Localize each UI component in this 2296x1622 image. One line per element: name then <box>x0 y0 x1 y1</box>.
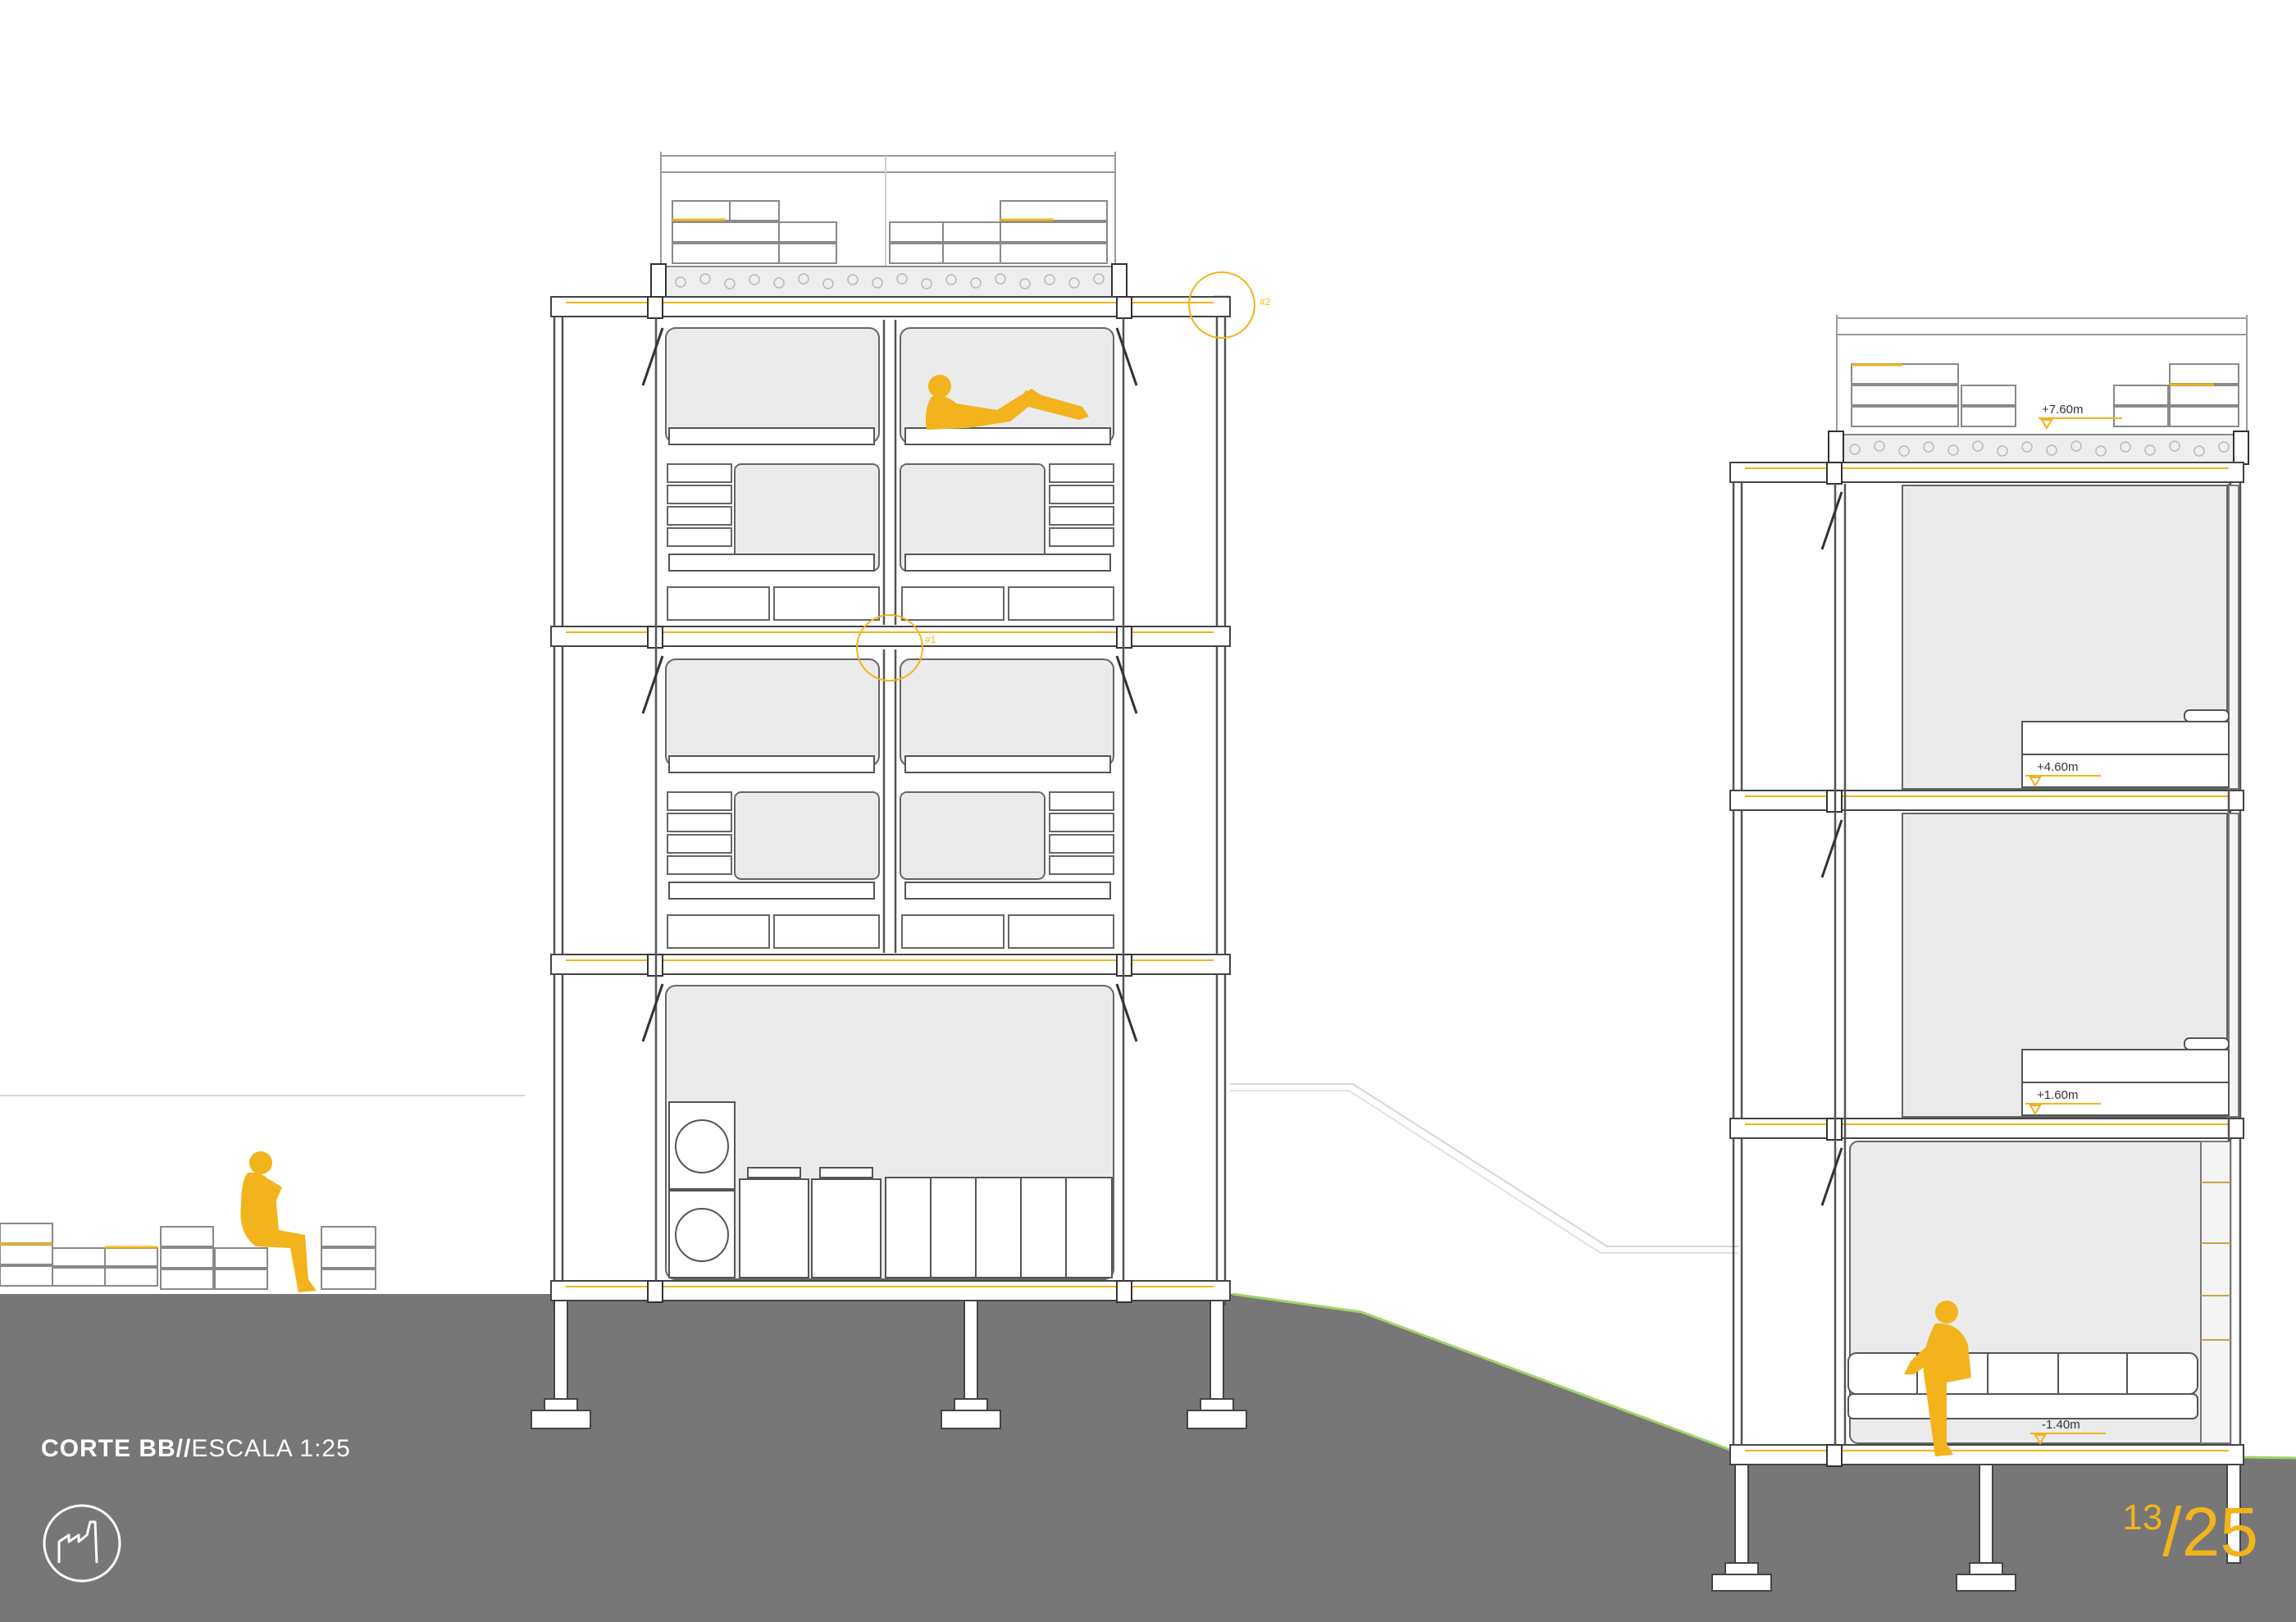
roof-planters-right <box>1851 363 2239 427</box>
level-marker-ground: -1.40m <box>2030 1418 2106 1445</box>
facade-louvers <box>641 327 1138 1042</box>
facade-louvers-right <box>1820 491 1843 1206</box>
foundation-right <box>1711 1464 2241 1592</box>
level-marker-middle: +1.60m <box>2025 1088 2101 1115</box>
laundry-machines <box>668 1101 736 1278</box>
slab-wood-accents-right <box>1745 467 2229 1451</box>
slab-wood-accents <box>566 302 1214 1287</box>
page-total: 25 <box>2181 1493 2258 1570</box>
detail-callout-roof <box>1188 271 1255 339</box>
level-marker-roof: +7.60m <box>2039 403 2122 430</box>
level-label-middle: +1.60m <box>2037 1088 2078 1102</box>
roof-planters <box>672 200 1108 264</box>
interior-rooms-right <box>1849 485 2228 1444</box>
roof-beam-right-r <box>2233 431 2249 465</box>
roof-beam-left <box>650 263 667 299</box>
scale-text: ESCALA 1:25 <box>191 1435 351 1462</box>
seated-person-figure <box>240 1151 317 1292</box>
gravel-pattern-right <box>1849 440 2230 457</box>
roof-railing-right <box>1836 315 2248 435</box>
section-name: CORTE BB <box>41 1435 176 1462</box>
outer-frame <box>553 295 1230 1305</box>
roof-beam-left-r <box>1828 431 1844 465</box>
exterior-planter-accents <box>0 1242 157 1249</box>
level-label-roof: +7.60m <box>2042 403 2083 417</box>
inner-walls <box>654 318 1125 1281</box>
roof-beam-right <box>1111 263 1128 299</box>
exterior-planters <box>0 1223 376 1290</box>
drawers <box>667 463 1114 949</box>
gravel-pattern <box>675 273 1105 289</box>
page-separator: / <box>2162 1493 2182 1570</box>
detail-label-roof: #2 <box>1260 296 1271 308</box>
title-separator: // <box>175 1435 192 1462</box>
interior-rooms <box>665 327 1114 1280</box>
floor-slabs-right <box>1729 462 2244 1465</box>
bunk-beds <box>668 427 1111 900</box>
sofa-person-figure <box>1904 1301 1971 1456</box>
detail-label-floor: #1 <box>925 634 936 645</box>
sofa <box>1847 1352 2198 1419</box>
foundation <box>531 1300 1247 1429</box>
level-label-ground: -1.40m <box>2042 1418 2080 1432</box>
level-marker-upper: +4.60m <box>2025 760 2101 787</box>
level-label-upper: +4.60m <box>2037 760 2078 774</box>
background-terrain-line <box>1230 1083 1738 1247</box>
page-current: 13 <box>2122 1497 2163 1538</box>
planter-wood-accents-right <box>1852 363 2214 386</box>
background-terrain-line <box>1230 1090 1738 1254</box>
beds-right <box>2021 709 2230 1116</box>
left-building: #2 #1 <box>531 152 1271 1429</box>
drawing-title: CORTE BB//ESCALA 1:25 <box>41 1435 351 1463</box>
kitchen-units <box>739 1167 1113 1278</box>
ground-fill <box>0 1294 2296 1622</box>
person-reclining-figure <box>925 375 1089 430</box>
right-building: +7.60m <box>1711 315 2249 1592</box>
green-roof-layer-right <box>1833 434 2239 463</box>
factory-icon <box>43 1504 121 1583</box>
page-number: 13/25 <box>2122 1492 2258 1572</box>
roof-railing <box>660 152 1116 267</box>
facade-panel-right <box>2200 485 2239 1444</box>
detail-callout-floor <box>856 614 923 681</box>
